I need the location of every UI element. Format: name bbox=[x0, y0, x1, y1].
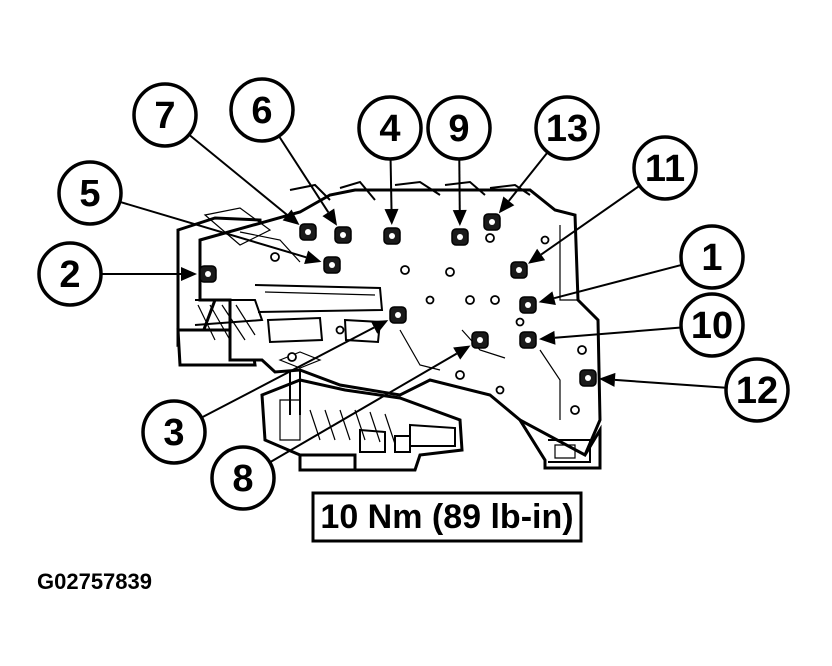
casting-hole bbox=[495, 385, 505, 395]
casting-hole bbox=[540, 235, 550, 245]
casting-hole bbox=[455, 370, 465, 380]
torque-spec: 10 Nm (89 lb-in) bbox=[320, 498, 573, 536]
leader-8 bbox=[269, 345, 471, 464]
casting-hole bbox=[515, 317, 525, 327]
callout-number: 6 bbox=[251, 90, 272, 132]
casting-hole bbox=[485, 233, 495, 243]
callout-number: 5 bbox=[79, 173, 100, 215]
bolt-6 bbox=[334, 226, 352, 244]
right-lower-case bbox=[515, 415, 602, 470]
callout-11: 11 bbox=[632, 135, 698, 201]
leader-10 bbox=[538, 326, 682, 345]
figure-id: G02757839 bbox=[37, 569, 152, 594]
bolt-1 bbox=[519, 296, 537, 314]
bolt-7 bbox=[299, 223, 317, 241]
callout-number: 9 bbox=[448, 108, 469, 150]
bolt-9 bbox=[451, 228, 469, 246]
bolt-3 bbox=[389, 306, 407, 324]
leader-1 bbox=[538, 263, 683, 305]
callout-3: 3 bbox=[141, 399, 207, 465]
casting-hole bbox=[400, 265, 410, 275]
casting-hole bbox=[445, 267, 455, 277]
bolt-2 bbox=[199, 265, 217, 283]
callout-number: 8 bbox=[232, 458, 253, 500]
callout-2: 2 bbox=[37, 241, 103, 307]
callout-number: 13 bbox=[546, 108, 588, 150]
bolts bbox=[199, 213, 597, 387]
callout-13: 13 bbox=[534, 95, 600, 161]
valve-body-assembly bbox=[176, 180, 602, 472]
bolt-13 bbox=[483, 213, 501, 231]
casting-hole bbox=[425, 295, 435, 305]
bolt-12 bbox=[579, 369, 597, 387]
callout-number: 11 bbox=[645, 148, 685, 190]
callout-1: 1 bbox=[679, 224, 745, 290]
connector bbox=[298, 453, 357, 472]
casting-hole bbox=[465, 295, 475, 305]
callout-number: 12 bbox=[736, 370, 778, 412]
solenoid-pack bbox=[260, 378, 464, 472]
leader-12 bbox=[598, 372, 727, 389]
casting-hole bbox=[287, 352, 297, 362]
leader-11 bbox=[528, 184, 641, 264]
callout-9: 9 bbox=[426, 95, 492, 161]
casting-hole bbox=[270, 252, 280, 262]
callout-number: 7 bbox=[154, 95, 175, 137]
callout-number: 1 bbox=[701, 237, 722, 279]
leader-4 bbox=[384, 158, 399, 226]
leader-2 bbox=[101, 267, 197, 281]
leader-13 bbox=[498, 151, 549, 214]
bolt-10 bbox=[519, 331, 537, 349]
callout-number: 10 bbox=[691, 305, 733, 347]
callout-4: 4 bbox=[357, 95, 423, 161]
leader-lines bbox=[101, 133, 727, 464]
callout-number: 4 bbox=[379, 108, 400, 150]
callout-12: 12 bbox=[724, 357, 790, 423]
casting-hole bbox=[490, 295, 500, 305]
leader-9 bbox=[452, 158, 467, 227]
callout-7: 7 bbox=[132, 82, 198, 148]
leader-6 bbox=[278, 135, 338, 226]
torque-spec-box bbox=[311, 491, 583, 543]
leader-3 bbox=[201, 320, 389, 419]
callout-10: 10 bbox=[679, 292, 745, 358]
casting-hole bbox=[570, 405, 580, 415]
callout-8: 8 bbox=[210, 445, 276, 511]
bolt-4 bbox=[383, 227, 401, 245]
casting-hole bbox=[335, 325, 345, 335]
leader-7 bbox=[188, 133, 300, 226]
leader-5 bbox=[119, 200, 322, 265]
bolt-8 bbox=[471, 331, 489, 349]
casting-hole bbox=[577, 345, 587, 355]
bolt-11 bbox=[510, 261, 528, 279]
callout-number: 2 bbox=[59, 254, 80, 296]
callout-number: 3 bbox=[163, 412, 184, 454]
bolt-5 bbox=[323, 256, 341, 274]
callout-6: 6 bbox=[229, 77, 295, 143]
callout-5: 5 bbox=[57, 160, 123, 226]
